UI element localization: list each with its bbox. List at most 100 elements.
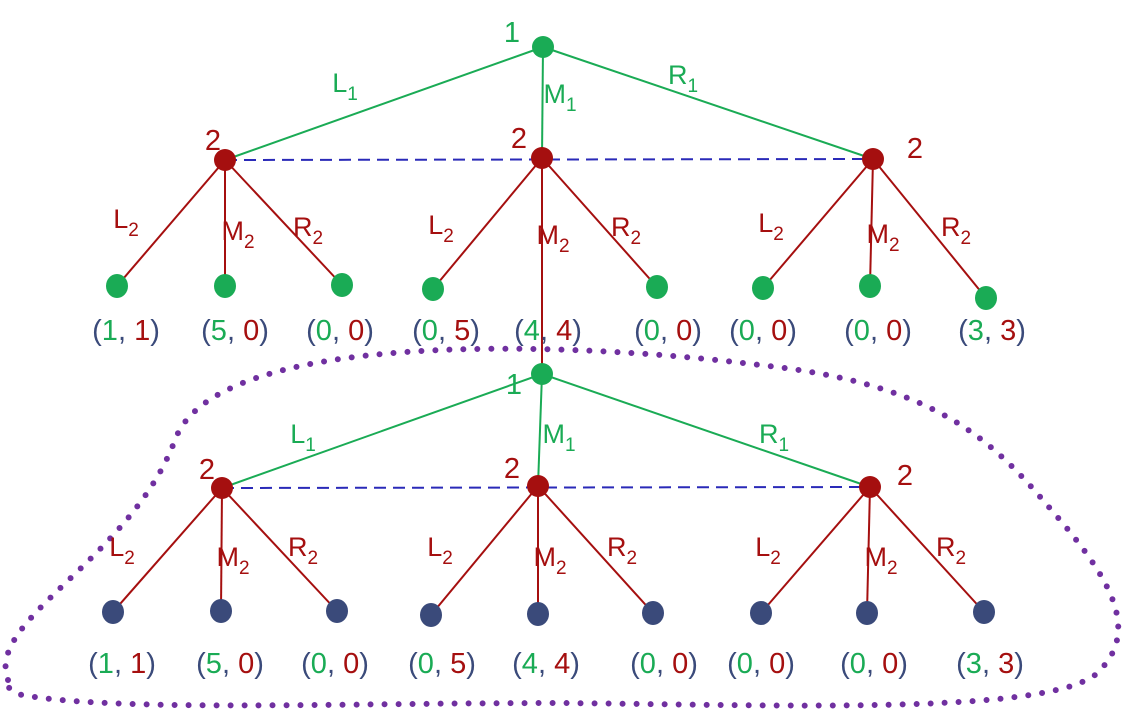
stage1-payoff-2-part-4: 0 xyxy=(243,315,259,347)
stage1-p2-action-1-sub: 2 xyxy=(128,220,139,241)
stage1-payoff-9-part-1: ( xyxy=(958,315,968,347)
stage1-payoff-4-part-5: ) xyxy=(470,315,480,347)
stage2-player2-label-1: 2 xyxy=(199,454,215,486)
stage1-p2-action-8-sub: 2 xyxy=(889,235,900,256)
stage2-payoff-8-part-3: , xyxy=(866,648,882,680)
stage1-p1-edge-2 xyxy=(541,46,544,159)
stage1-player2-node-1 xyxy=(214,149,236,171)
stage1-player1-node xyxy=(532,36,554,58)
stage2-p1-action-2: M1 xyxy=(542,419,575,456)
stage2-p2-edge-2 xyxy=(220,487,223,612)
stage1-player2-node-3 xyxy=(862,148,884,170)
stage2-payoff-2-part-3: , xyxy=(222,648,238,680)
stage1-p1-action-1: L1 xyxy=(332,68,358,105)
stage2-payoff-3-part-5: ) xyxy=(359,648,369,680)
stage2-payoff-5-part-4: 4 xyxy=(554,648,570,680)
stage2-payoff-1-part-3: , xyxy=(114,648,130,680)
stage2-payoff-4-part-2: 0 xyxy=(418,648,434,680)
stage1-p2-edge-9 xyxy=(872,158,987,299)
stage1-p2-action-8: M2 xyxy=(866,219,899,256)
stage1-payoff-7-part-2: 0 xyxy=(739,315,755,347)
stage2-player1-node xyxy=(531,363,553,385)
stage2-player2-label-3: 2 xyxy=(897,460,913,492)
stage2-payoff-2-part-5: ) xyxy=(254,648,264,680)
stage1-p2-action-2-sub: 2 xyxy=(244,232,255,253)
stage2-p2-action-5-sub: 2 xyxy=(556,558,567,579)
stage1-p1-action-3-sub: 1 xyxy=(687,76,698,97)
stage1-payoff-3: (0, 0) xyxy=(306,315,374,347)
stage2-payoff-7-part-1: ( xyxy=(727,648,737,680)
stage1-payoff-6-part-2: 0 xyxy=(644,315,660,347)
stage1-payoff-4-part-4: 5 xyxy=(454,315,470,347)
stage1-leaf-node-9 xyxy=(975,286,997,310)
stage2-player2-label-2: 2 xyxy=(504,453,520,485)
stage2-payoff-3: (0, 0) xyxy=(301,648,369,680)
stage1-payoff-8-part-1: ( xyxy=(844,315,854,347)
stage2-p2-action-8: M2 xyxy=(864,542,897,579)
stage2-payoff-6-part-4: 0 xyxy=(672,648,688,680)
stage2-p2-edge-6 xyxy=(537,485,654,614)
stage1-leaf-node-2 xyxy=(214,274,236,298)
stage2-payoff-9-part-3: , xyxy=(982,648,998,680)
stage1-payoff-6: (0, 0) xyxy=(634,315,702,347)
stage1-p2-action-1: L2 xyxy=(113,204,139,241)
stage1-player2-label-2: 2 xyxy=(511,123,527,155)
stage2-p1-action-2-sub: 1 xyxy=(565,435,576,456)
stage1-payoff-6-part-5: ) xyxy=(692,315,702,347)
stage2-payoff-2-part-4: 0 xyxy=(238,648,254,680)
stage2-p2-action-7-base: L xyxy=(755,532,770,562)
stage2-payoff-9: (3, 3) xyxy=(956,648,1024,680)
stage1-p2-action-9-sub: 2 xyxy=(960,228,971,249)
stage2-payoff-7-part-4: 0 xyxy=(769,648,785,680)
stage1-p2-edge-3 xyxy=(224,159,343,286)
stage2-p2-action-6-base: R xyxy=(607,532,627,562)
stage1-payoff-9-part-2: 3 xyxy=(968,315,984,347)
stage2-leaf-node-8 xyxy=(856,601,878,625)
stage1-payoff-7-part-4: 0 xyxy=(771,315,787,347)
stage1-p2-edge-8 xyxy=(869,158,874,287)
stage2-payoff-5-part-2: 4 xyxy=(522,648,538,680)
stage1-payoff-3-part-1: ( xyxy=(306,315,316,347)
stage1-leaf-node-1 xyxy=(106,274,128,298)
stage1-p1-edge-3 xyxy=(542,46,874,160)
stage2-p2-edge-1 xyxy=(112,487,223,613)
stage2-p1-edge-1 xyxy=(221,373,543,489)
stage2-p2-action-9: R2 xyxy=(936,532,966,569)
stage2-payoff-4-part-4: 5 xyxy=(450,648,466,680)
stage2-payoff-1-part-2: 1 xyxy=(98,648,114,680)
stage1-payoff-7: (0, 0) xyxy=(729,315,797,347)
stage2-payoff-8-part-4: 0 xyxy=(882,648,898,680)
stage2-player2-node-3 xyxy=(859,476,881,498)
stage1-payoff-8-part-5: ) xyxy=(902,315,912,347)
stage2-p2-action-6: R2 xyxy=(607,532,637,569)
stage2-payoff-2: (5, 0) xyxy=(196,648,264,680)
stage2-payoff-6-part-2: 0 xyxy=(640,648,656,680)
stage1-p2-edge-7 xyxy=(762,158,874,289)
stage2-payoff-6-part-1: ( xyxy=(630,648,640,680)
stage1-p1-action-2: M1 xyxy=(543,79,576,116)
stage2-p2-action-9-base: R xyxy=(936,532,956,562)
stage2-p2-action-9-sub: 2 xyxy=(955,548,966,569)
stage2-payoff-3-part-4: 0 xyxy=(343,648,359,680)
stage2-payoff-3-part-3: , xyxy=(327,648,343,680)
stage1-leaf-node-6 xyxy=(646,275,668,299)
stage2-payoff-7-part-3: , xyxy=(753,648,769,680)
stage1-p2-action-5-base: M xyxy=(536,220,559,250)
stage1-payoff-1-part-1: ( xyxy=(92,315,102,347)
stage1-payoff-2-part-5: ) xyxy=(259,315,269,347)
stage1-p2-action-2: M2 xyxy=(221,216,254,253)
stage2-payoff-5-part-5: ) xyxy=(570,648,580,680)
stage1-p1-action-1-sub: 1 xyxy=(347,84,358,105)
stage1-p2-action-5: M2 xyxy=(536,220,569,257)
stage2-p2-action-3: R2 xyxy=(288,532,318,569)
stage1-payoff-1: (1, 1) xyxy=(92,315,160,347)
stage2-p2-action-3-sub: 2 xyxy=(307,548,318,569)
stage2-p2-action-1-sub: 2 xyxy=(124,548,135,569)
stage2-payoff-8-part-1: ( xyxy=(840,648,850,680)
stage1-p2-action-9: R2 xyxy=(941,212,971,249)
stage2-leaf-node-3 xyxy=(326,599,348,623)
stage1-payoff-2-part-3: , xyxy=(227,315,243,347)
stage2-payoff-9-part-5: ) xyxy=(1014,648,1024,680)
stage2-leaf-node-9 xyxy=(973,600,995,624)
stage1-p2-action-8-base: M xyxy=(866,219,889,249)
